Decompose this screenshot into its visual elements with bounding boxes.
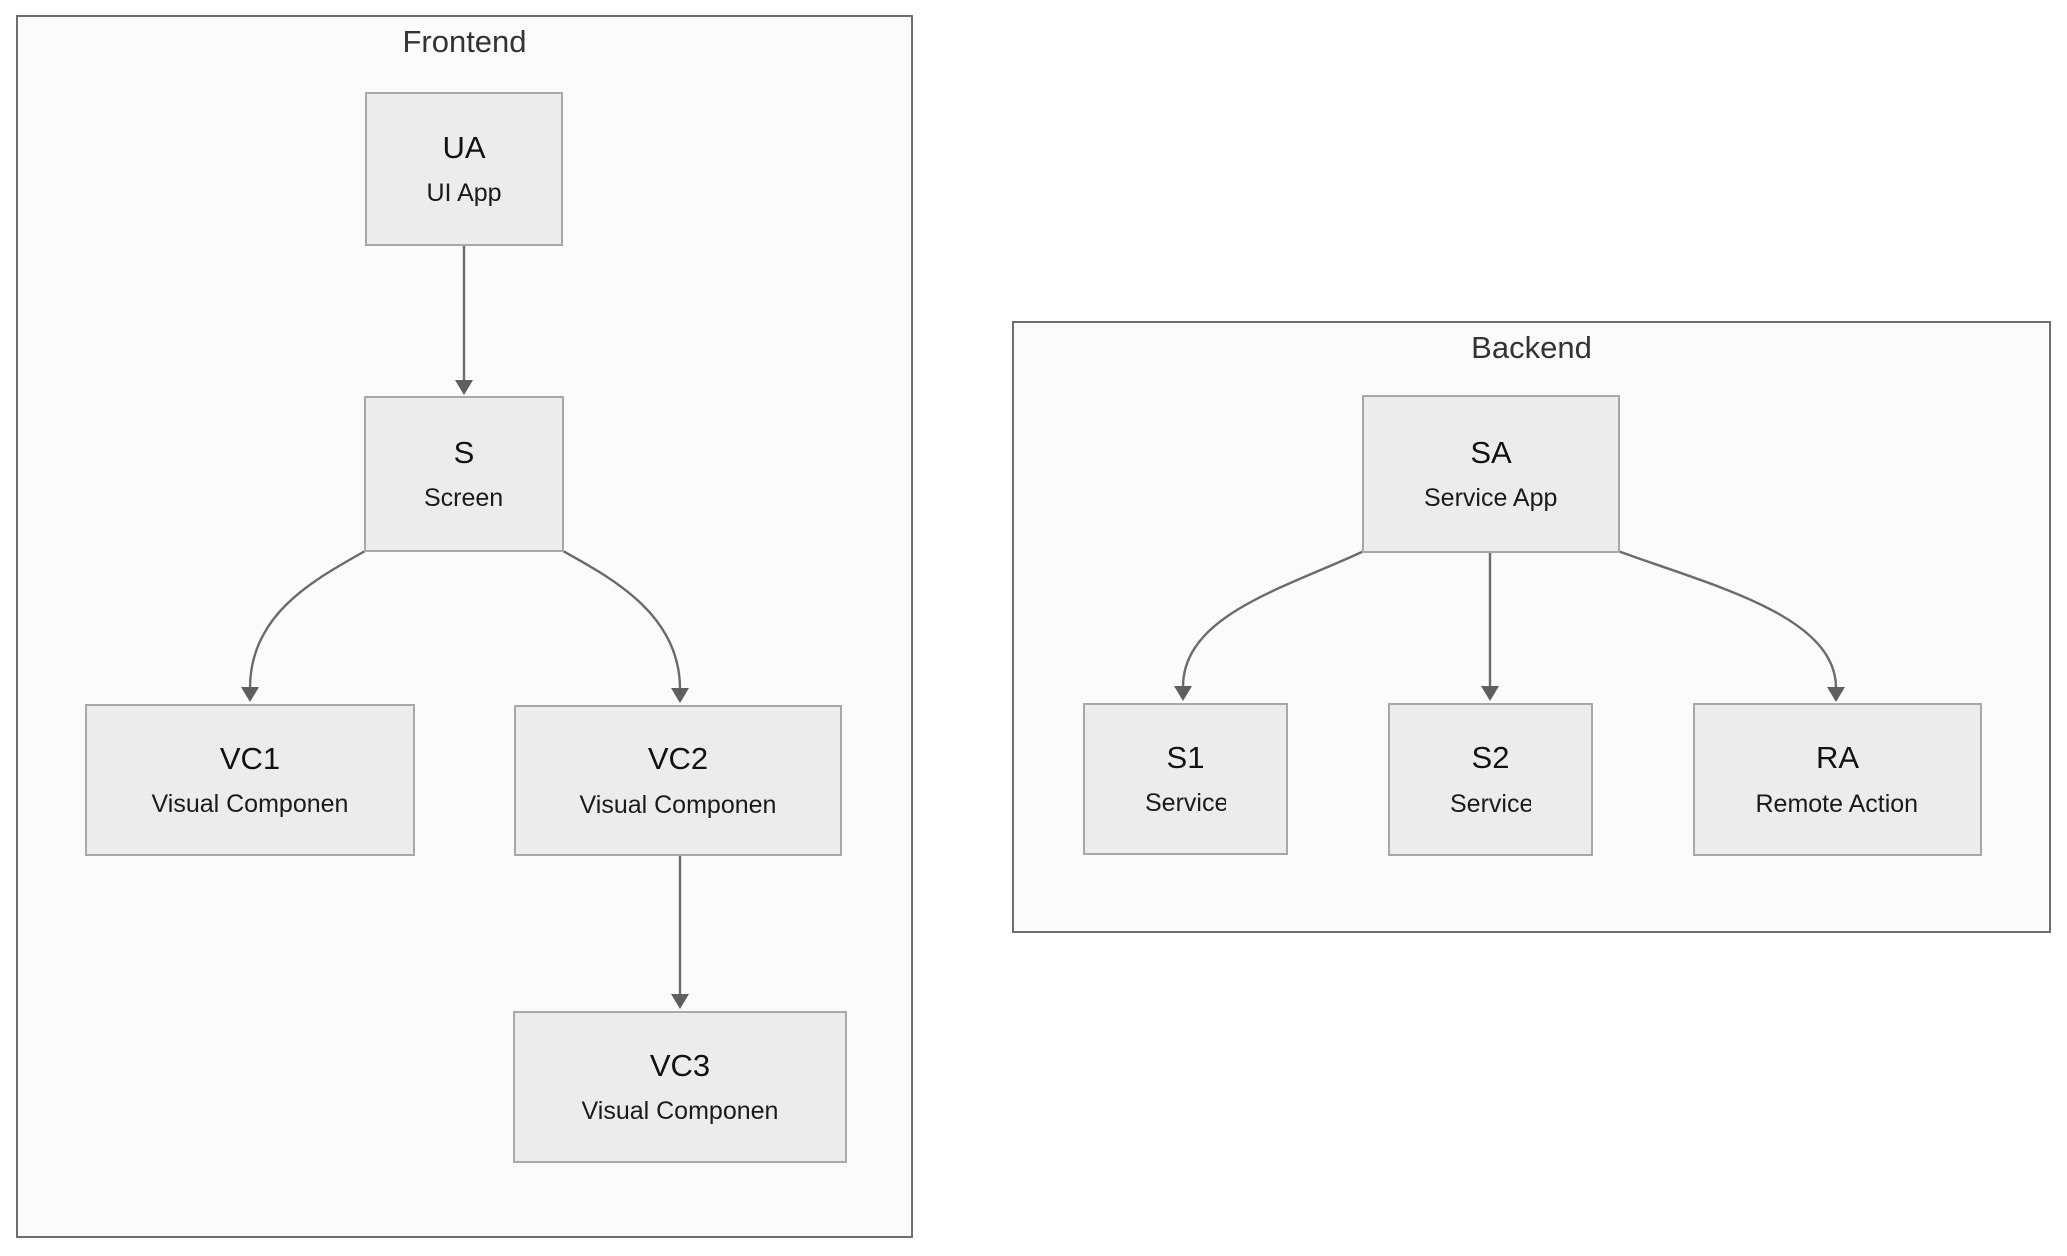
node-vc3: VC3 Visual Componen	[513, 1011, 847, 1163]
node-s-subtitle: Screen	[424, 485, 504, 512]
node-vc3-subtitle: Visual Componen	[581, 1097, 779, 1126]
node-ua-subtitle: UI App	[426, 180, 502, 207]
node-s2-title: S2	[1471, 740, 1510, 776]
container-frontend-label: Frontend	[402, 24, 527, 59]
node-ra-subtitle: Remote Action	[1755, 790, 1919, 817]
node-s1: S1 Service	[1083, 703, 1288, 855]
node-s1-title: S1	[1166, 739, 1205, 775]
node-sa: SA Service App	[1362, 395, 1620, 553]
node-s: S Screen	[364, 396, 564, 552]
node-ra-title: RA	[1815, 740, 1860, 776]
node-ra: RA Remote Action	[1693, 703, 1982, 856]
node-vc1-title: VC1	[219, 740, 281, 776]
node-vc1-subtitle: Visual Componen	[151, 790, 349, 819]
node-sa-title: SA	[1470, 434, 1512, 470]
node-vc3-title: VC3	[649, 1047, 711, 1083]
node-s2-subtitle: Service	[1450, 790, 1531, 817]
node-s-title: S	[453, 434, 475, 470]
container-backend-label: Backend	[1471, 330, 1592, 365]
node-vc2: VC2 Visual Componen	[514, 705, 842, 856]
node-vc2-subtitle: Visual Componen	[579, 790, 777, 819]
node-s2: S2 Service	[1388, 703, 1593, 856]
node-vc1: VC1 Visual Componen	[85, 704, 415, 856]
node-sa-subtitle: Service App	[1424, 485, 1558, 512]
node-s1-subtitle: Service	[1145, 790, 1226, 817]
node-ua-title: UA	[442, 129, 486, 165]
node-vc2-title: VC2	[647, 741, 709, 777]
node-ua: UA UI App	[365, 92, 563, 246]
